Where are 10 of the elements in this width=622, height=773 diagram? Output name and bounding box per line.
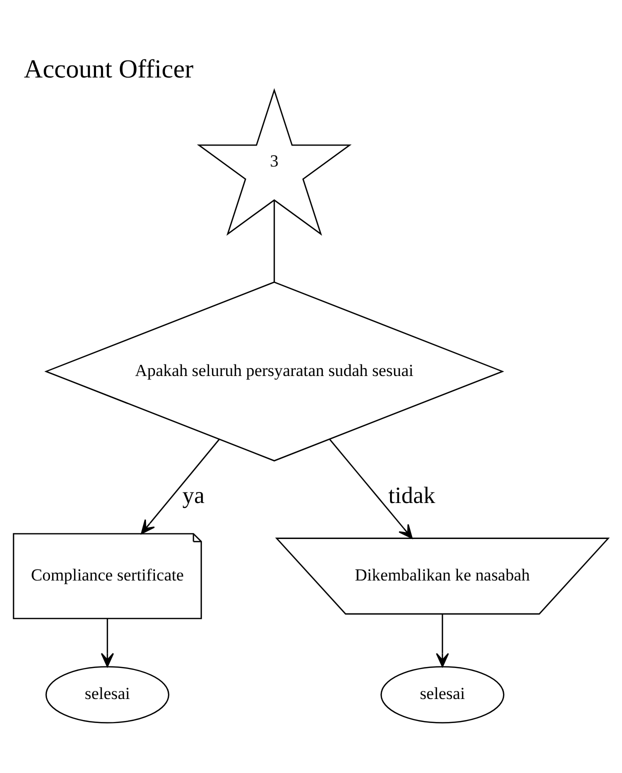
node-diamond: Apakah seluruh persyaratan sudah sesuai (44, 280, 504, 461)
arrow (140, 438, 220, 534)
edge-label: ya (182, 482, 205, 508)
node-ellipse: selesai (45, 666, 170, 723)
diagram-title: Account Officer (24, 54, 194, 83)
arrow (100, 618, 114, 667)
edge-label: tidak (388, 482, 436, 508)
arrow (436, 614, 449, 667)
arrow (329, 438, 413, 538)
node-ellipse: selesai (380, 666, 504, 723)
